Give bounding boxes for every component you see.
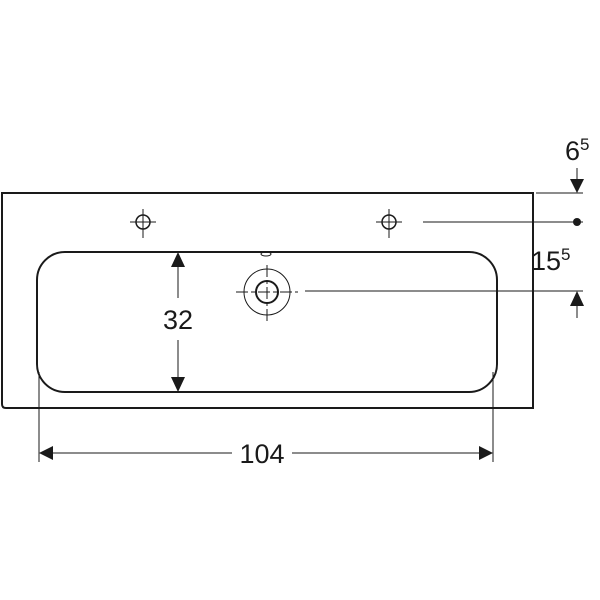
tap-hole-left xyxy=(130,209,156,238)
arrow-left-icon xyxy=(39,446,53,460)
tap-hole-right xyxy=(376,209,402,238)
arrow-up-icon xyxy=(570,291,584,306)
arrow-right-icon xyxy=(479,446,493,460)
drain xyxy=(236,265,298,322)
basin-outer-outline xyxy=(1,192,534,409)
drain-offset-label: 155 xyxy=(531,245,571,276)
arrow-down-icon xyxy=(570,179,584,193)
width-dimension-label: 104 xyxy=(239,439,284,469)
depth-dimension-label: 32 xyxy=(163,305,193,335)
overflow-hole xyxy=(260,251,272,257)
centerline-dot xyxy=(573,218,581,226)
arrow-down-icon xyxy=(171,377,185,392)
arrow-up-icon xyxy=(171,252,185,267)
top-offset-label: 65 xyxy=(565,135,590,166)
